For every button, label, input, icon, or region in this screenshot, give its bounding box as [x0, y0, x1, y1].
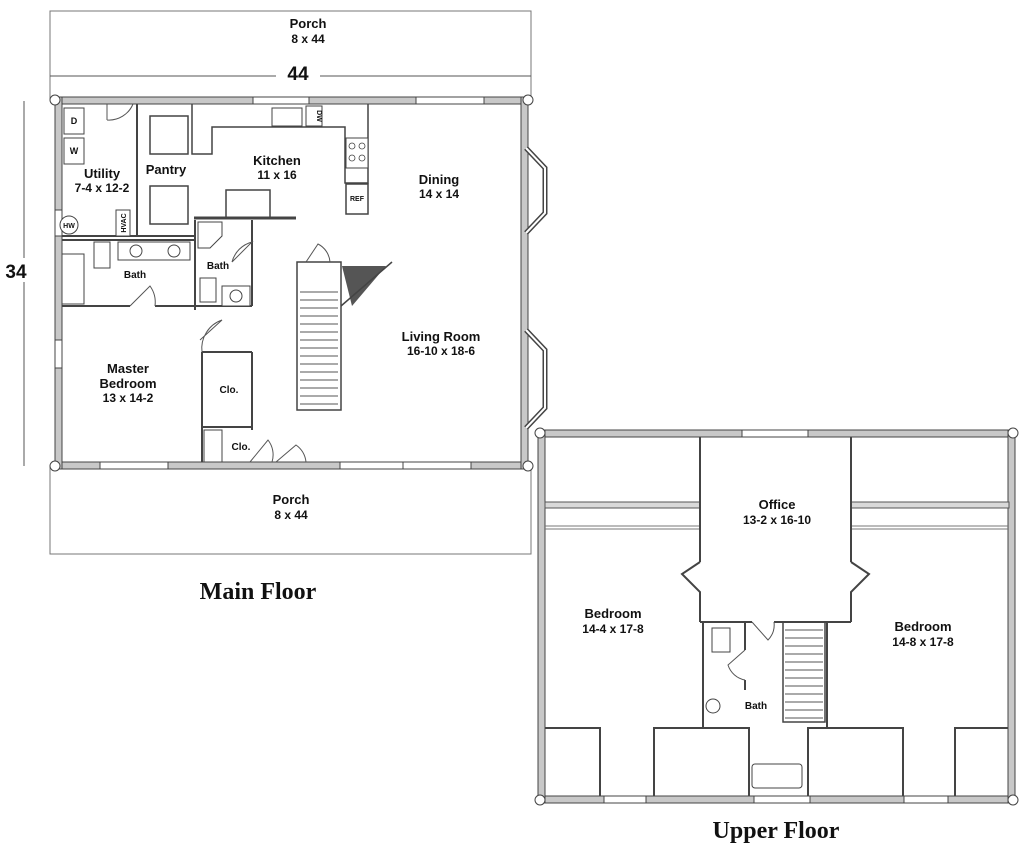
master-bedroom-name-line2: Bedroom [99, 376, 156, 391]
upper-floor: Office 13-2 x 16-10 Bedroom 14-4 x 17-8 … [534, 427, 1019, 844]
toilet-icon [93, 241, 111, 269]
closet-1-name: Clo. [220, 385, 239, 396]
master-bedroom-name-line1: Master [107, 361, 149, 376]
main-stair-treads [300, 291, 338, 405]
main-fixtures [59, 105, 369, 463]
bedroom-left-size: 14-4 x 17-8 [582, 622, 644, 636]
upper-windows [603, 429, 949, 804]
upper-floor-caption: Upper Floor [713, 818, 840, 844]
water-heater-label: HW [63, 223, 75, 230]
closet-shelf-icon [203, 429, 223, 463]
bathtub-icon [61, 253, 85, 305]
office-size: 13-2 x 16-10 [743, 513, 811, 527]
bay-window-living [524, 328, 548, 430]
upper-fixtures [705, 627, 803, 789]
hvac-label: HVAC [121, 213, 128, 232]
washer-icon [63, 137, 85, 165]
shower-icon [197, 221, 223, 249]
utility-name: Utility [84, 166, 121, 181]
porch-bottom-name: Porch [273, 492, 310, 507]
kitchen-size: 11 x 16 [257, 168, 297, 182]
bath-left-name: Bath [124, 270, 146, 281]
sink-icon-2 [167, 244, 181, 258]
water-heater-icon [59, 215, 79, 235]
main-door-swings [106, 103, 331, 463]
bay-window-inner-lines [525, 147, 546, 429]
upper-closet-doors [545, 525, 1008, 530]
upper-door-swings [727, 621, 775, 681]
hvac-unit-icon [115, 209, 131, 237]
bath-right-name: Bath [207, 261, 229, 272]
width-dimension-label-bg [276, 62, 320, 84]
bedroom-right-size: 14-8 x 17-8 [892, 635, 954, 649]
office-name: Office [759, 497, 796, 512]
porch-top-size: 8 x 44 [291, 32, 325, 46]
washer-label: W [70, 146, 79, 156]
width-dimension: 44 [287, 64, 309, 85]
stair-rail [340, 261, 393, 307]
sink-icon [129, 244, 143, 258]
kitchen-sink-icon [271, 107, 303, 127]
bedroom-right-name: Bedroom [894, 619, 951, 634]
dryer-label: D [71, 116, 78, 126]
kitchen-name: Kitchen [253, 153, 301, 168]
dryer-icon [63, 107, 85, 135]
bedroom-left-name: Bedroom [584, 606, 641, 621]
upper-tub-icon [751, 763, 803, 789]
living-room-name: Living Room [402, 329, 481, 344]
dishwasher-icon [305, 105, 323, 127]
dishwasher-label: DW [315, 110, 322, 122]
main-floor-caption: Main Floor [200, 579, 317, 605]
upper-toilet-icon [711, 627, 731, 653]
range-burners [348, 142, 366, 162]
bay-window-dining [524, 146, 548, 235]
range-icon [345, 137, 369, 169]
upper-corner-posts [534, 427, 1019, 806]
master-bedroom-size: 13 x 14-2 [103, 391, 154, 405]
refrigerator-label: REF [350, 196, 365, 203]
sink-icon-3 [229, 289, 243, 303]
closet-2-name: Clo. [232, 442, 251, 453]
toilet-icon-2 [199, 277, 217, 303]
upper-stair-treads [785, 629, 823, 719]
pantry-name: Pantry [146, 162, 187, 177]
main-windows [54, 96, 485, 470]
upper-sink-icon [705, 698, 721, 714]
living-room-size: 16-10 x 18-6 [407, 344, 475, 358]
utility-size: 7-4 x 12-2 [75, 181, 130, 195]
dining-size: 14 x 14 [419, 187, 459, 201]
depth-dimension: 34 [5, 262, 27, 283]
porch-bottom-size: 8 x 44 [274, 508, 308, 522]
porch-top-name: Porch [290, 16, 327, 31]
upper-stairs [782, 621, 826, 723]
upper-bath-name: Bath [745, 701, 767, 712]
main-floor: Porch 8 x 44 44 34 Porch 8 x 44 [4, 10, 548, 605]
main-corner-posts [49, 94, 534, 472]
dining-name: Dining [419, 172, 459, 187]
main-interior-walls [62, 104, 369, 462]
depth-dimension-label-bg [4, 258, 36, 282]
